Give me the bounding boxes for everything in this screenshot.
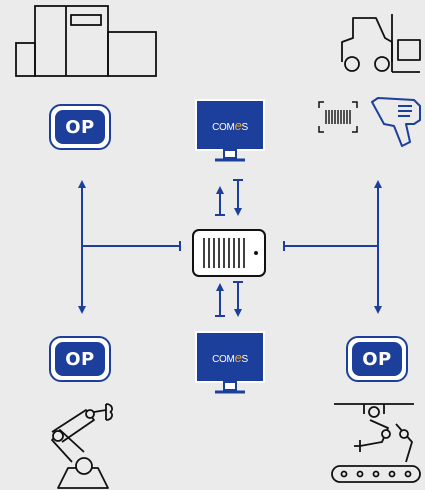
forklift-icon [341, 14, 421, 73]
op-panel-bottom-right: OP [346, 336, 408, 382]
op-panel-top-left: OP [49, 104, 111, 150]
arrow-icon [233, 281, 243, 317]
conveyor-robot-icon [331, 403, 421, 483]
robot-arm-icon [51, 403, 113, 489]
arrow-icon [215, 283, 225, 317]
barcode-icon [318, 101, 358, 133]
arrow-icon [233, 179, 243, 216]
op-panel-bottom-left: OP [49, 336, 111, 382]
op-label: OP [55, 110, 105, 144]
barcode-scanner-icon [371, 97, 421, 147]
arrow-icon [283, 180, 382, 314]
plc-controller-icon [192, 229, 266, 277]
monitor-logo: COMeS [212, 350, 248, 365]
arrow-icon [78, 180, 181, 314]
monitor-logo: COMeS [212, 118, 248, 133]
arrow-icon [215, 186, 225, 216]
op-label: OP [55, 342, 105, 376]
monitor-icon: COMeS [195, 331, 265, 394]
op-label: OP [352, 342, 402, 376]
monitor-icon: COMeS [195, 99, 265, 162]
factory-icon [15, 5, 157, 77]
